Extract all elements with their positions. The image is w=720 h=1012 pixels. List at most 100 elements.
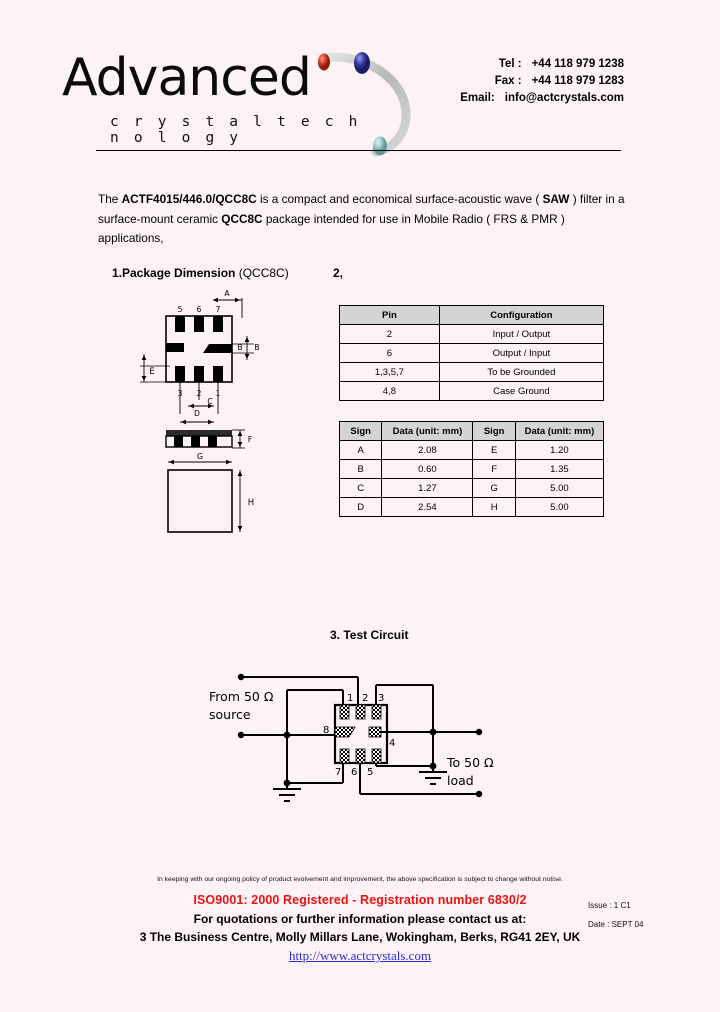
pin-cell: 2	[339, 324, 440, 344]
footer-website-link-wrapper: http://www.actcrystals.com	[0, 948, 720, 964]
header-divider	[96, 150, 621, 151]
intro-saw: SAW	[542, 192, 570, 206]
dimension-table: Sign Data (unit: mm) Sign Data (unit: mm…	[338, 421, 605, 517]
pin-cell: 6	[339, 343, 440, 363]
table-row: 6 Output / Input	[339, 343, 605, 363]
contact-value-fax: +44 118 979 1283	[531, 75, 624, 87]
svg-text:B: B	[254, 343, 259, 352]
contact-row-fax: Fax : +44 118 979 1283	[460, 73, 624, 90]
footer-quotations-line: For quotations or further information pl…	[193, 912, 527, 926]
svg-text:F: F	[248, 435, 253, 444]
contact-row-tel: Tel : +44 118 979 1238	[460, 56, 624, 73]
dim-value: 0.60	[381, 459, 474, 479]
page-header: Advanced c r y s t a l t e c h n o l o g…	[0, 0, 720, 157]
section-3-title: 3. Test Circuit	[330, 628, 409, 642]
dim-value: 1.35	[514, 459, 605, 479]
pin-cell: 1,3,5,7	[339, 362, 440, 382]
contact-info: Tel : +44 118 979 1238 Fax : +44 118 979 1…	[460, 56, 624, 107]
svg-text:source: source	[209, 707, 251, 722]
intro-text-b: is a compact and economical surface-acou…	[256, 192, 543, 206]
contact-label-fax: Fax :	[494, 75, 522, 87]
contact-value-tel: +44 118 979 1238	[531, 58, 624, 70]
svg-text:8: 8	[323, 725, 329, 736]
svg-text:C: C	[207, 397, 212, 406]
table-row: B 0.60 F 1.35	[338, 459, 605, 479]
svg-text:7: 7	[335, 767, 341, 778]
config-cell: Case Ground	[438, 381, 605, 401]
svg-text:5: 5	[367, 767, 373, 778]
dim-sign: B	[338, 459, 383, 479]
company-logo: Advanced c r y s t a l t e c h n o l o g…	[62, 48, 411, 157]
section-1-suffix: (QCC8C)	[235, 266, 289, 280]
dim-value: 1.20	[514, 440, 605, 460]
dim-sign: C	[338, 478, 383, 498]
logo-tagline: c r y s t a l t e c h n o l o g y	[110, 114, 361, 146]
svg-text:1: 1	[347, 693, 353, 704]
section-1-number: 1.Package Dimension	[112, 266, 236, 280]
table-row: A 2.08 E 1.20	[338, 440, 605, 460]
footer-address: 3 The Business Centre, Molly Millars Lan…	[139, 930, 581, 944]
table-row: C 1.27 G 5.00	[338, 478, 605, 498]
svg-text:To 50 Ω: To 50 Ω	[446, 755, 494, 770]
svg-text:load: load	[447, 773, 474, 788]
svg-text:E: E	[149, 367, 154, 377]
dim-sign: A	[338, 440, 383, 460]
footer-iso-registration: ISO9001: 2000 Registered - Registration …	[193, 893, 527, 907]
svg-text:From 50 Ω: From 50 Ω	[209, 689, 274, 704]
config-cell: To be Grounded	[438, 362, 605, 382]
dim-sign: D	[338, 497, 383, 517]
svg-text:6: 6	[197, 305, 202, 314]
svg-text:7: 7	[216, 305, 221, 314]
config-cell: Input / Output	[438, 324, 605, 344]
pin-configuration-table: Pin Configuration 2 Input / Output 6 Out…	[339, 305, 605, 401]
logo-wordmark: Advanced	[62, 48, 312, 108]
pin-cell: 4,8	[339, 381, 440, 401]
dim-value: 5.00	[514, 497, 605, 517]
svg-text:A: A	[224, 289, 230, 298]
svg-text:4: 4	[389, 738, 395, 749]
dim-value: 2.54	[381, 497, 474, 517]
dim-header-data-left: Data (unit: mm)	[381, 421, 474, 441]
footer-disclaimer: In keeping with our ongoing policy of pr…	[157, 876, 563, 883]
contact-label-tel: Tel :	[498, 58, 522, 70]
table-row: 4,8 Case Ground	[339, 381, 605, 401]
dim-sign: E	[472, 440, 516, 460]
footer-date: Date : SEPT 04	[588, 920, 644, 929]
contact-value-email: info@actcrystals.com	[504, 92, 624, 104]
intro-part-number: ACTF4015/446.0/QCC8C	[121, 192, 257, 206]
footer-issue-block: Issue : 1 C1 Date : SEPT 04	[588, 896, 643, 934]
table-header-row: Sign Data (unit: mm) Sign Data (unit: mm…	[338, 421, 605, 441]
dim-value: 5.00	[514, 478, 605, 498]
section-1-title: 1.Package Dimension (QCC8C)	[112, 266, 289, 280]
dim-value: 2.08	[381, 440, 474, 460]
config-cell: Output / Input	[438, 343, 605, 363]
section-2-marker: 2,	[333, 266, 344, 280]
pin-table-header-pin: Pin	[339, 305, 440, 325]
test-circuit-diagram: 1 2 3 4 5 6 7 8 From 50 Ω source To 50 Ω…	[195, 663, 525, 813]
intro-paragraph: The ACTF4015/446.0/QCC8C is a compact an…	[98, 190, 626, 249]
svg-text:6: 6	[351, 767, 357, 778]
svg-text:G: G	[197, 452, 203, 461]
svg-text:2: 2	[362, 693, 368, 704]
dim-header-data-right: Data (unit: mm)	[514, 421, 605, 441]
intro-text-d: in a surface-mount ceramic	[98, 192, 625, 226]
footer-website-link[interactable]: http://www.actcrystals.com	[288, 948, 432, 963]
svg-text:3: 3	[378, 693, 384, 704]
intro-text-f: applications,	[98, 231, 164, 245]
dim-sign: F	[472, 459, 516, 479]
intro-text-e: package intended for use in Mobile Radio…	[262, 211, 565, 226]
svg-text:D: D	[194, 409, 200, 418]
dim-sign: H	[472, 497, 516, 517]
dim-header-sign-right: Sign	[472, 421, 516, 441]
footer-issue: Issue : 1 C1	[588, 901, 631, 910]
intro-text-c: ) filter	[569, 192, 603, 206]
dim-value: 1.27	[381, 478, 474, 498]
logo-swoosh-icon	[317, 52, 411, 157]
pin-table-header-configuration: Configuration	[438, 305, 605, 325]
dim-header-sign-left: Sign	[338, 421, 383, 441]
table-row: 1,3,5,7 To be Grounded	[339, 362, 605, 382]
intro-package: QCC8C	[221, 211, 263, 226]
contact-row-email: Email:info@actcrystals.com	[460, 90, 624, 107]
table-row: 2 Input / Output	[339, 324, 605, 344]
